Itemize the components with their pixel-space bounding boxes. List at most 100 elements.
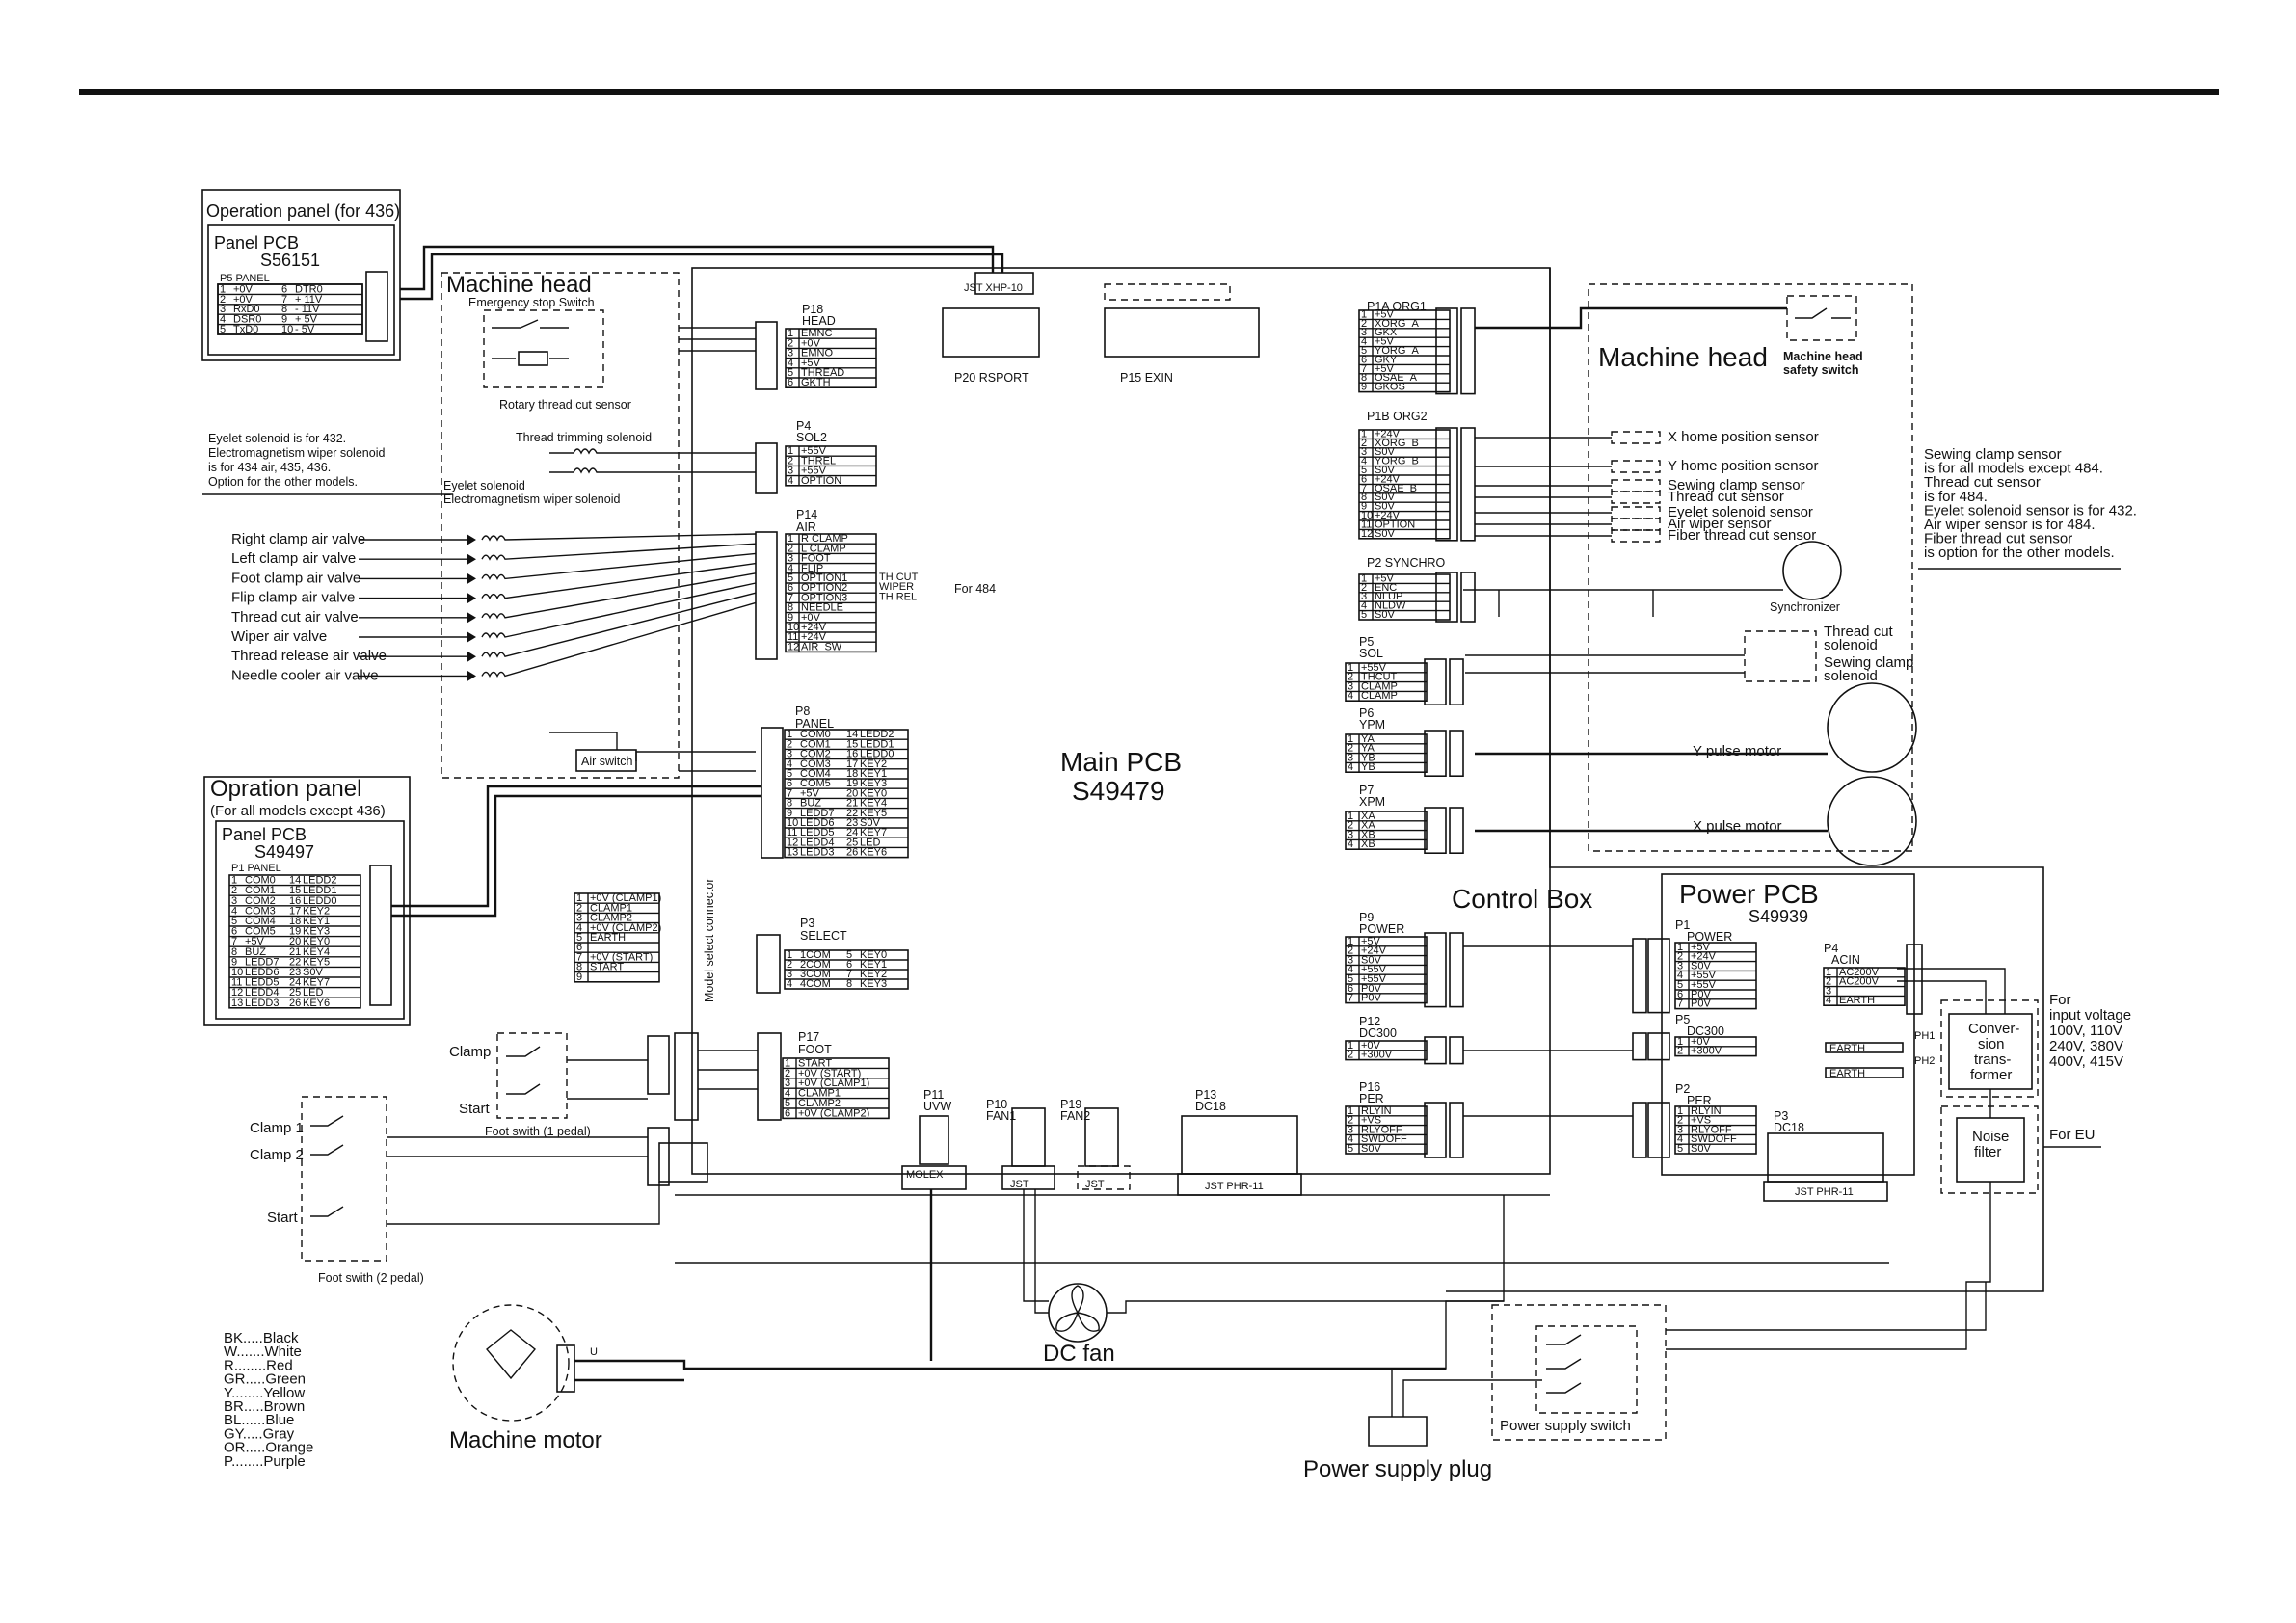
opall-subtitle: (For all models except 436) xyxy=(210,803,386,819)
p8-frame xyxy=(784,729,909,859)
p8-cell: KEY5 xyxy=(860,808,887,819)
p1a-pin-label: +5V xyxy=(1375,308,1395,320)
p3-title: P3 xyxy=(800,917,814,930)
fs2-clamp1: Clamp 1 xyxy=(250,1120,304,1136)
pp1-pin-label: +5V xyxy=(1691,942,1711,953)
p7-pin-num: 4 xyxy=(1348,838,1353,850)
p17-name: FOOT xyxy=(798,1043,832,1056)
foot-pin-num: 1 xyxy=(576,892,582,904)
p5-name: SOL xyxy=(1359,647,1383,660)
air-valve-label: Right clamp air valve xyxy=(231,531,365,547)
p3-cell: KEY1 xyxy=(860,959,887,971)
sensor-label: X home position sensor xyxy=(1668,429,1819,445)
p8-cell: COM1 xyxy=(800,738,831,750)
p16-title: P16 xyxy=(1359,1080,1380,1094)
p14-pin-num: 1 xyxy=(788,533,793,545)
p2-pin-label: S0V xyxy=(1375,609,1395,621)
pp2-socket xyxy=(1632,1102,1647,1158)
pp2-plug xyxy=(1647,1102,1670,1158)
op436-cell: 9 xyxy=(281,314,287,326)
p1a-pin-label: OSAE_A xyxy=(1375,372,1418,384)
thread-cut-sol-1: Thread cut xyxy=(1824,624,1894,640)
p6-title: P6 xyxy=(1359,706,1374,720)
p5-pin-label: +55V xyxy=(1361,662,1387,674)
p16-pin-num: 4 xyxy=(1348,1133,1353,1145)
pp5-title: P5 xyxy=(1675,1013,1690,1026)
sensor-icon xyxy=(1611,479,1661,492)
p17-pin-label: START xyxy=(798,1057,832,1069)
switch-label: Power supply switch xyxy=(1500,1418,1631,1434)
fs2-start: Start xyxy=(267,1210,299,1226)
p18-pin-num: 4 xyxy=(788,358,793,369)
p2-pin-label: NLDW xyxy=(1375,600,1406,612)
pp2-pin-num: 4 xyxy=(1677,1133,1683,1145)
opall-cell: 3 xyxy=(231,895,237,907)
p8-cell: 8 xyxy=(787,798,792,810)
p12-pin-num: 2 xyxy=(1348,1050,1353,1061)
p17-pin-label: +0V (CLAMP2) xyxy=(798,1107,869,1119)
x-pulse-motor-icon xyxy=(1827,776,1917,866)
legend-item: R........Red xyxy=(224,1357,293,1373)
p12-title: P12 xyxy=(1359,1015,1380,1028)
foot-pin-num: 9 xyxy=(576,971,582,983)
pp1-plug xyxy=(1647,938,1670,1014)
p3-cell: 3COM xyxy=(800,969,831,980)
sensor-icon xyxy=(1611,431,1661,444)
pp4-name: ACIN xyxy=(1831,953,1860,967)
p8-cell: KEY7 xyxy=(860,827,887,838)
opall-cell: KEY4 xyxy=(303,946,330,958)
p8-cell: COM3 xyxy=(800,758,831,770)
p18-title: P18 xyxy=(802,303,823,316)
p19-conn: JST xyxy=(1085,1179,1105,1190)
foot-pin-label: +0V (CLAMP1) xyxy=(590,892,661,904)
plug-icon xyxy=(1368,1416,1428,1447)
op436-cell: TxD0 xyxy=(233,324,258,335)
foot-pin-num: 7 xyxy=(576,951,582,963)
p7-socket xyxy=(1449,807,1464,855)
mh-right-title: Machine head xyxy=(1598,342,1768,372)
opall-cell: KEY0 xyxy=(303,936,330,947)
air-valve-label: Thread release air valve xyxy=(231,648,387,664)
p14-pin-num: 9 xyxy=(788,612,793,624)
p9-pin-num: 1 xyxy=(1348,936,1353,947)
note-sensor-line: is option for the other models. xyxy=(1924,545,2115,561)
p14-note: For 484 xyxy=(954,582,996,596)
opall-cell: 16 xyxy=(289,895,301,907)
p1b-pin-num: 6 xyxy=(1361,473,1367,485)
pp4-pin-num: 4 xyxy=(1826,995,1831,1006)
pp5-pin-num: 2 xyxy=(1677,1046,1683,1057)
p14-pin-num: 2 xyxy=(788,543,793,554)
p8-cell: 20 xyxy=(846,787,858,799)
p4-pin-label: +55V xyxy=(801,445,827,457)
color-legend: BK.....BlackW.......WhiteR........RedGR.… xyxy=(224,1330,313,1470)
legend-item: OR.....Orange xyxy=(224,1440,313,1456)
op436-cell: 10 xyxy=(281,324,293,335)
p2-pin-num: 5 xyxy=(1361,609,1367,621)
p14-name: AIR xyxy=(796,520,816,534)
dc-fan: DC fan xyxy=(1023,1189,1505,1367)
op436-pcb-label: Panel PCB xyxy=(214,233,299,253)
p3-cell: 3 xyxy=(787,969,792,980)
p18-pin-label: EMNO xyxy=(801,348,833,359)
p9-pin-label: +5V xyxy=(1361,936,1381,947)
pp2-pin-num: 2 xyxy=(1677,1115,1683,1127)
p18-pin-label: GKTH xyxy=(801,377,831,388)
eyelet-label: Eyelet solenoid xyxy=(443,479,525,492)
p3-cell: 8 xyxy=(846,978,852,990)
p14-pin-label: OPTION3 xyxy=(801,592,847,603)
note-eyelet: Eyelet solenoid is for 432. Electromagne… xyxy=(202,432,453,495)
opall-cell: COM4 xyxy=(245,916,276,927)
machine-motor-label: Machine motor xyxy=(449,1427,602,1453)
p7-pin-label: XA xyxy=(1361,820,1375,832)
opall-cell: LEDD6 xyxy=(245,967,279,978)
op436-cell: 2 xyxy=(220,294,226,306)
p14-pin-num: 12 xyxy=(788,641,799,652)
p3-name: SELECT xyxy=(800,929,847,943)
p8-cell: KEY6 xyxy=(860,847,887,859)
pp3-title: P3 xyxy=(1774,1109,1788,1123)
p8-cell: 11 xyxy=(787,827,797,838)
